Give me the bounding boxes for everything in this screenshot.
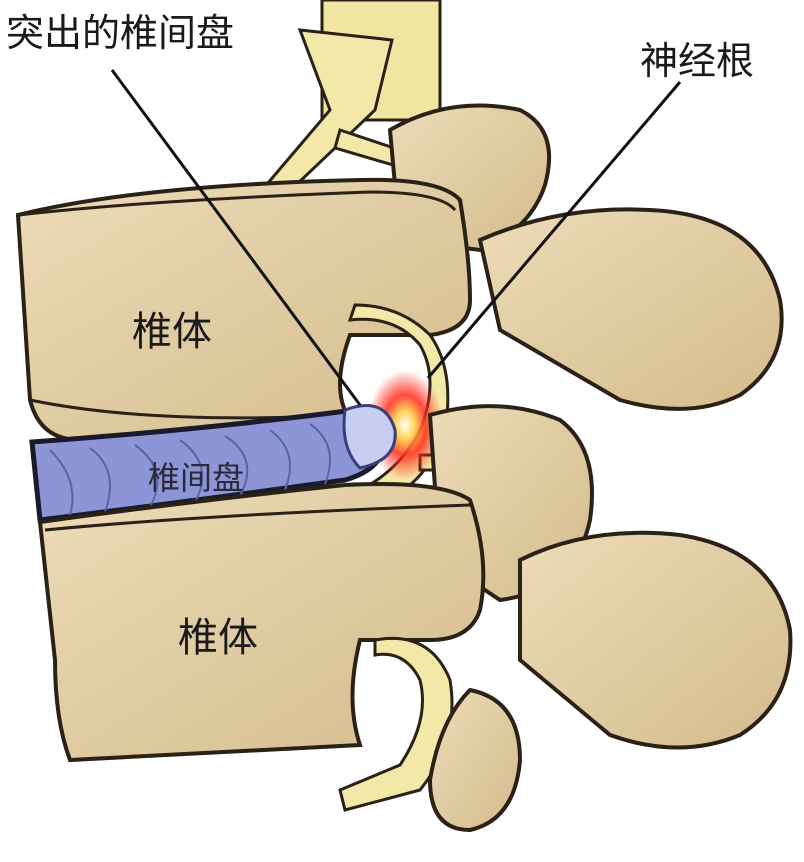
lower-vertebral-body-label: 椎体: [178, 615, 258, 661]
intervertebral-disc-label: 椎间盘: [148, 459, 245, 497]
herniated-disc-label: 突出的椎间盘: [6, 11, 235, 55]
nerve-root-leader: [426, 81, 682, 379]
nerve-root-label: 神经根: [640, 39, 755, 83]
lower-nerve-root: [338, 636, 454, 812]
upper-vertebral-body-label: 椎体: [132, 309, 212, 355]
herniated-bulge: [342, 404, 397, 470]
lower-spinous-process: [518, 530, 793, 750]
upper-spinous-process: [477, 207, 784, 411]
disc-fiber-lines: [49, 423, 331, 516]
herniated-disc-leader: [110, 69, 362, 406]
lower-vertebral-body: [37, 482, 486, 763]
